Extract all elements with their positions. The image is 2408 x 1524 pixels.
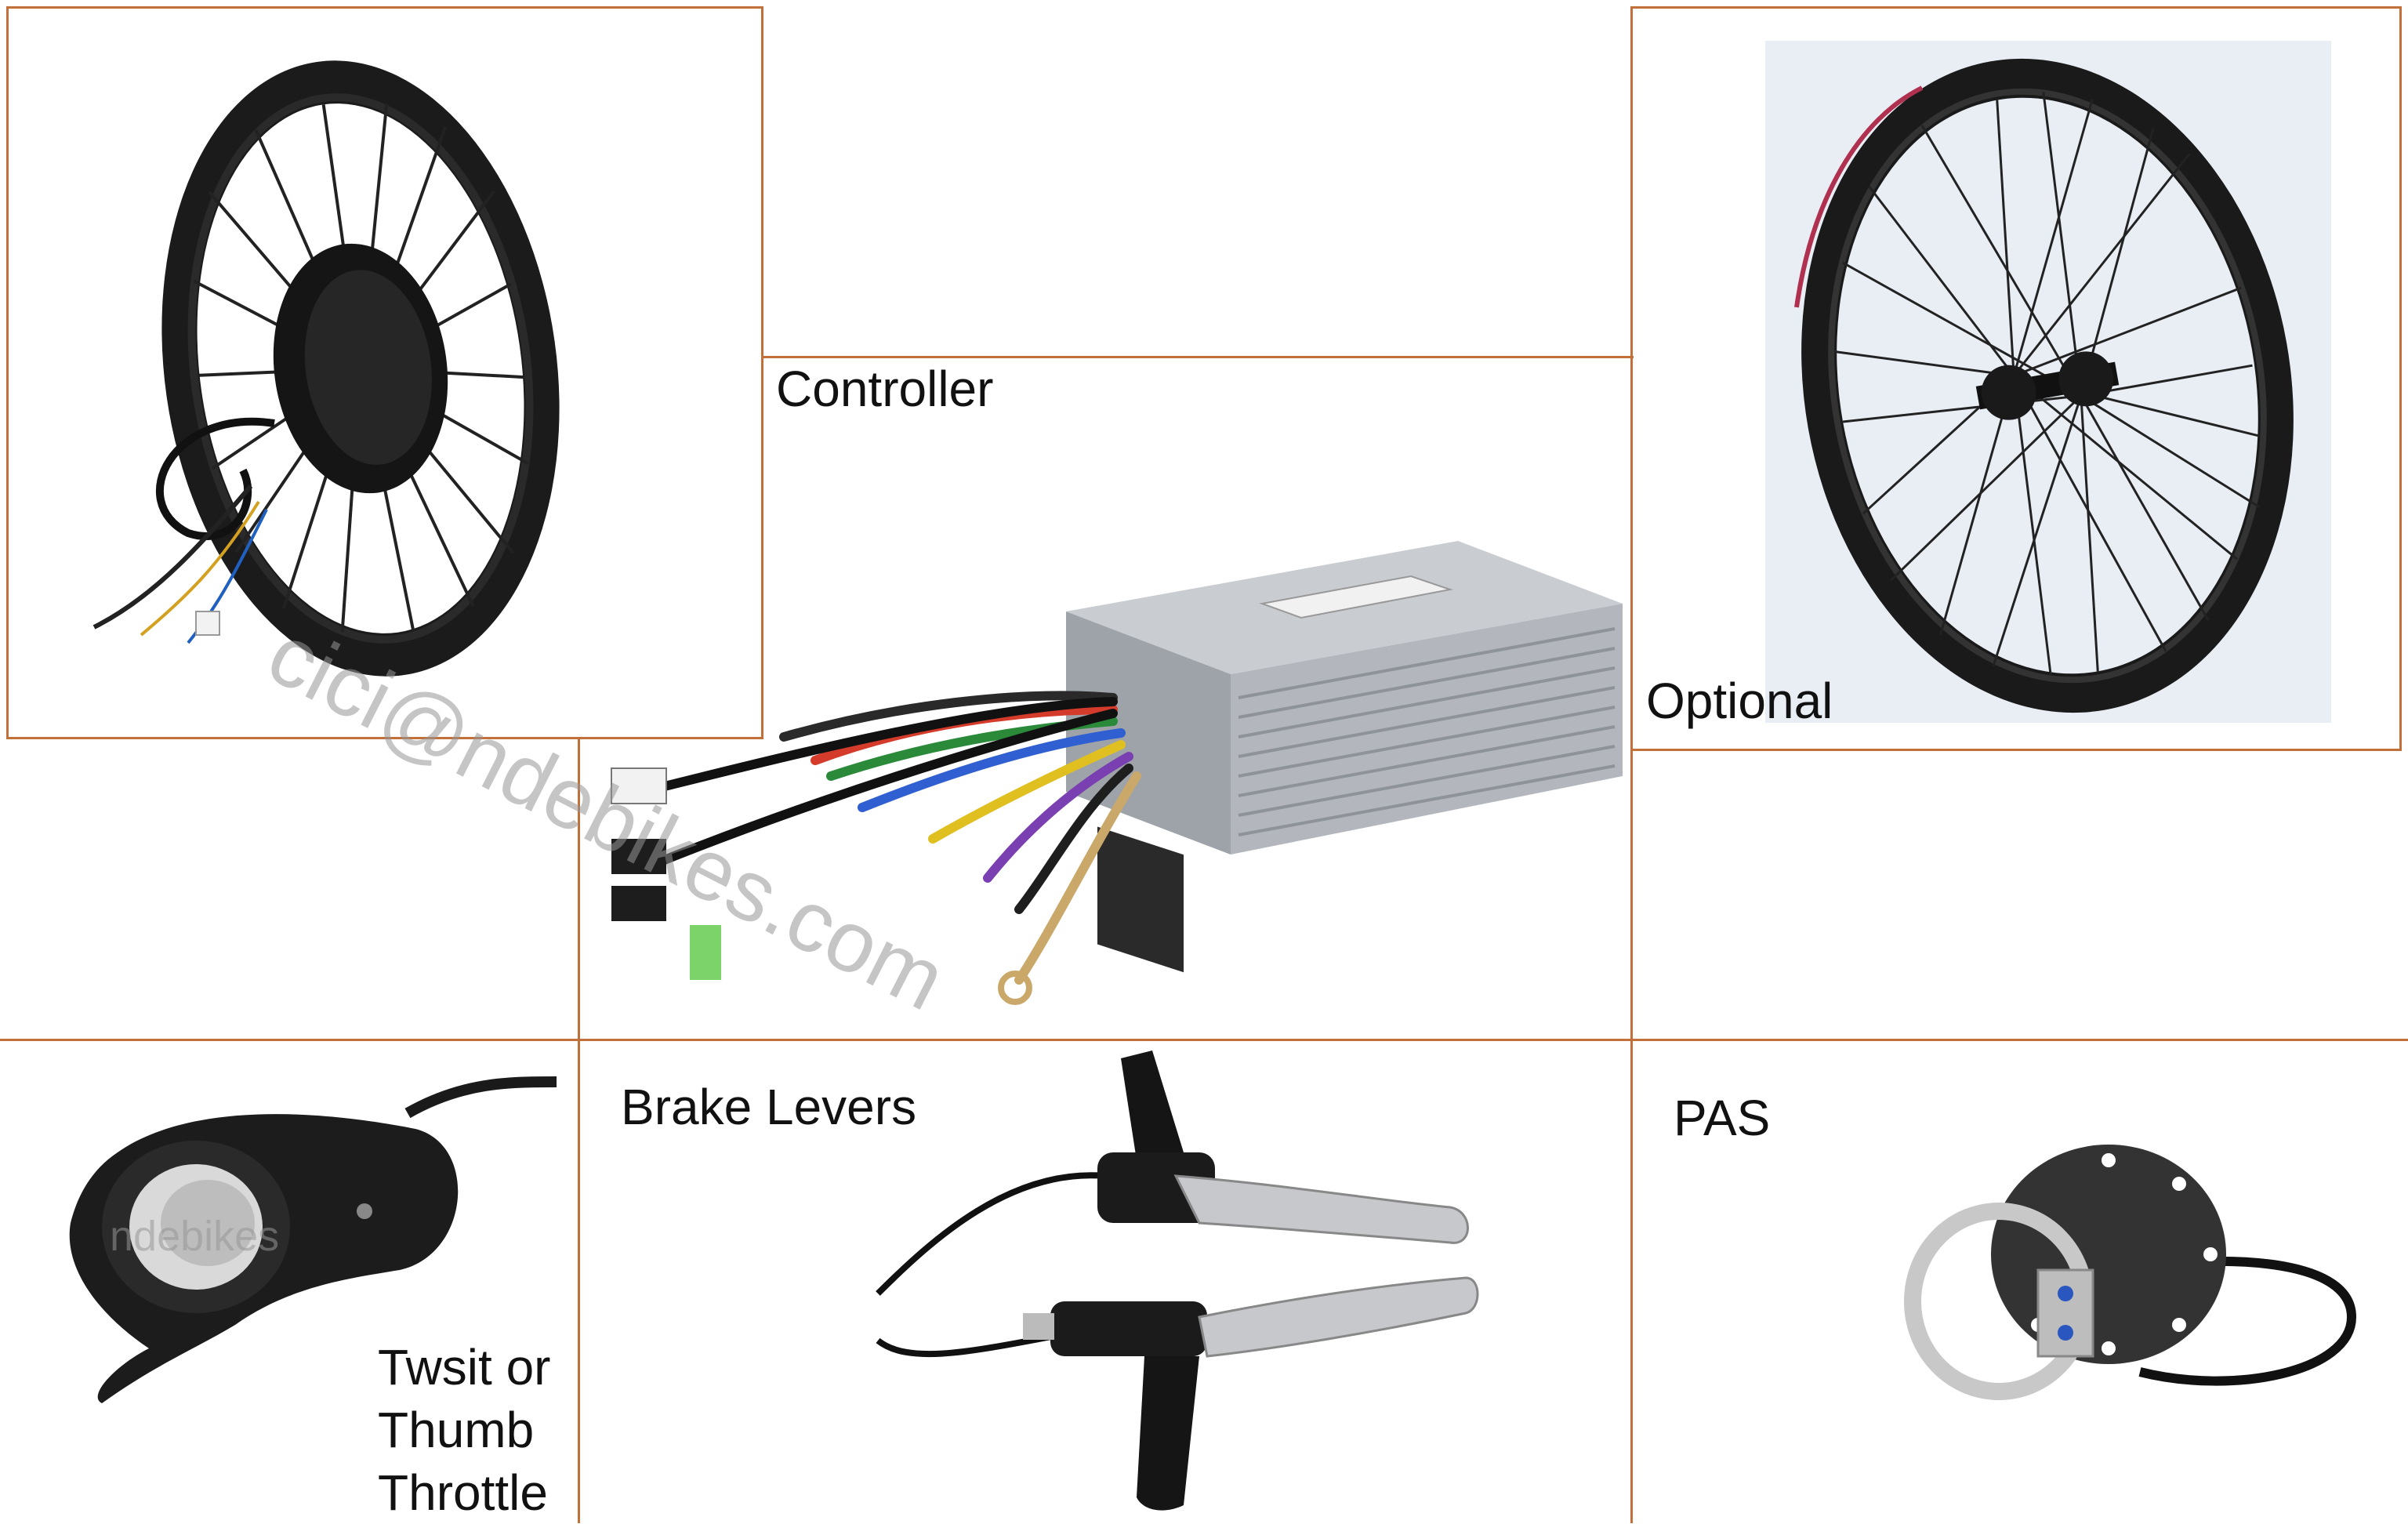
bottom-row-divider: [0, 1039, 2408, 1041]
controller-label: Controller: [776, 361, 994, 417]
hub-motor-wheel-image: [92, 60, 560, 677]
center-right-divider: [1630, 749, 1633, 1523]
controller-top-divider: [763, 356, 1634, 358]
pas-label: PAS: [1674, 1090, 1771, 1146]
throttle-label-line1: Twsit or: [378, 1339, 551, 1395]
hub-motor-panel-frame: [6, 6, 763, 739]
brake-levers-label: Brake Levers: [621, 1079, 917, 1135]
throttle-label-line3: Throttle: [378, 1464, 548, 1521]
optional-label: Optional: [1646, 673, 1833, 729]
controller-left-divider: [578, 739, 580, 1523]
throttle-label-line2: Thumb: [378, 1402, 535, 1458]
brake-levers-image: [876, 1050, 1479, 1511]
throttle-image: [69, 1076, 557, 1403]
controller-image: [611, 541, 1623, 1005]
pas-sensor-image: [1904, 1145, 2357, 1400]
optional-panel-frame: [1630, 6, 2402, 751]
optional-wheel-image: [1794, 58, 2294, 713]
brand-watermark: ndebikes: [110, 1213, 280, 1260]
